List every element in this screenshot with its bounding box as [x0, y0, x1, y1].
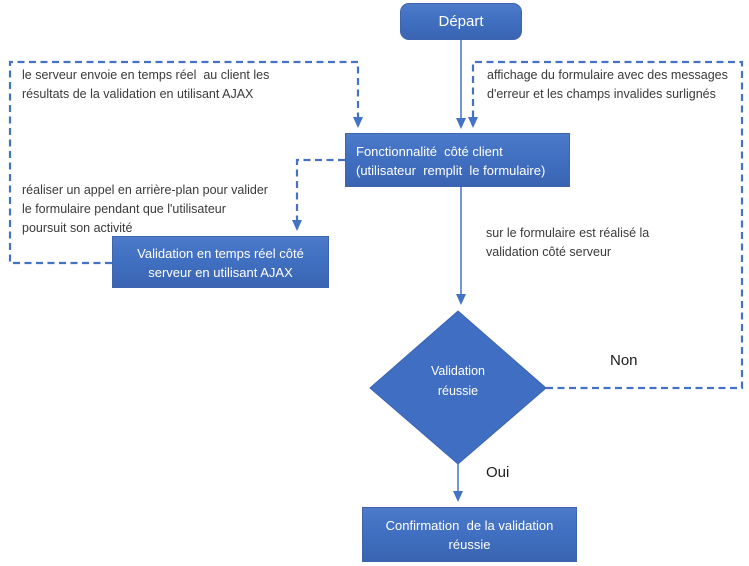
branch-label-oui: Oui	[486, 464, 510, 481]
node-line: (utilisateur remplit le formulaire)	[356, 163, 546, 178]
node-line: serveur en utilisant AJAX	[148, 265, 293, 280]
annotation-line: sur le formulaire est réalisé la	[486, 226, 650, 240]
node-line: Validation	[431, 364, 485, 378]
node-line: réussie	[448, 537, 491, 552]
ajax-validation-node: Validation en temps réel côté serveur en…	[112, 236, 329, 288]
annotation-error-display: affichage du formulaire avec des message…	[487, 66, 728, 104]
annotation-line: réaliser un appel en arrière-plan pour v…	[22, 183, 268, 197]
start-node-label: Départ	[438, 13, 484, 30]
annotation-line: affichage du formulaire avec des message…	[487, 68, 728, 82]
client-functionality-node: Fonctionnalité côté client (utilisateur …	[345, 133, 570, 187]
annotation-line: d'erreur et les champs invalides surlign…	[487, 87, 716, 101]
confirmation-node: Confirmation de la validation réussie	[362, 507, 577, 562]
start-node: Départ	[400, 3, 522, 40]
node-line: Confirmation de la validation	[385, 518, 554, 533]
annotation-server-validation: sur le formulaire est réalisé la validat…	[486, 224, 649, 262]
annotation-line: poursuit son activité	[22, 221, 133, 235]
annotation-line: le formulaire pendant que l'utilisateur	[22, 202, 226, 216]
annotation-line: validation côté serveur	[486, 245, 612, 259]
node-line: Validation en temps réel côté	[137, 246, 304, 261]
branch-label-non: Non	[610, 352, 638, 369]
annotation-ajax-result: le serveur envoie en temps réel au clien…	[22, 66, 269, 104]
connector-client-to-ajax	[292, 158, 345, 231]
decision-node-label: Validation réussie	[398, 361, 518, 415]
node-line: réussie	[437, 384, 479, 398]
node-line: Fonctionnalité côté client	[356, 144, 503, 159]
decision-diamond	[369, 310, 547, 465]
annotation-line: résultats de la validation en utilisant …	[22, 87, 254, 101]
annotation-background-call: réaliser un appel en arrière-plan pour v…	[22, 181, 268, 238]
annotation-line: le serveur envoie en temps réel au clien…	[22, 68, 270, 82]
connector-ajax-result-loop	[8, 60, 363, 265]
connector-non-loop	[468, 60, 744, 390]
